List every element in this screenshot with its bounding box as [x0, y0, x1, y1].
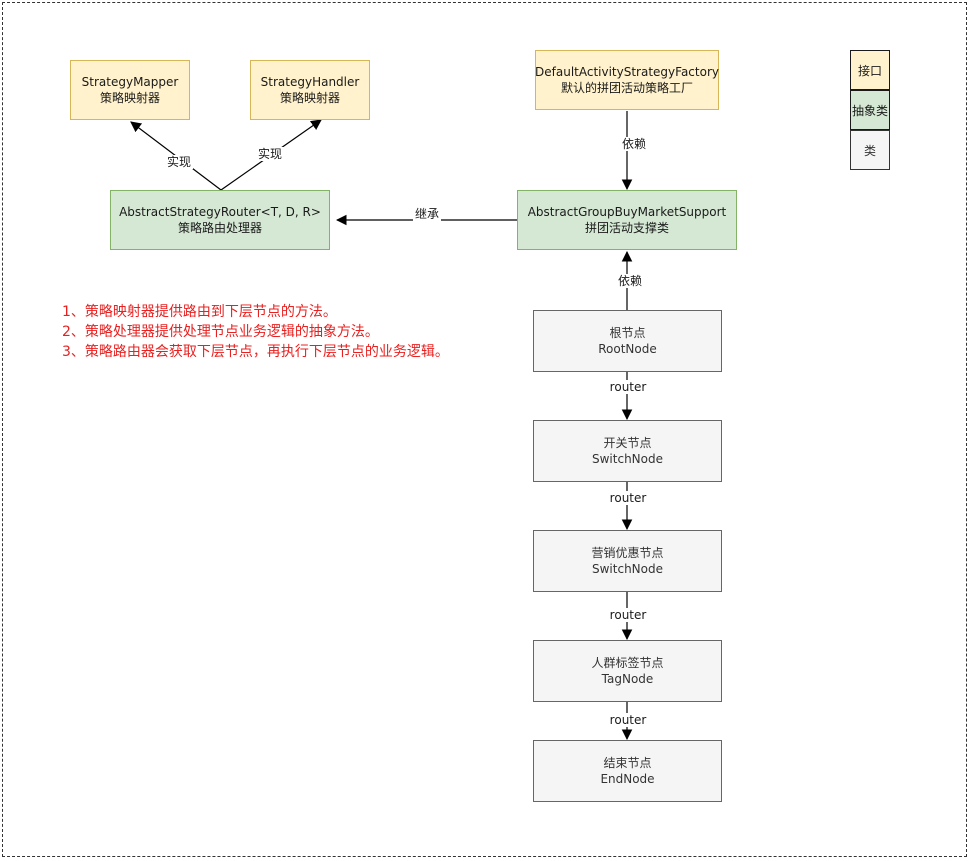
root-node[interactable]: 根节点 RootNode — [533, 310, 722, 372]
node-subtitle: SwitchNode — [592, 562, 663, 576]
tag-node[interactable]: 人群标签节点 TagNode — [533, 640, 722, 702]
edge-label-router-2: router — [607, 491, 649, 505]
edge-label-router-1: router — [607, 380, 649, 394]
edge-label-factory-depends: 依赖 — [619, 137, 649, 151]
node-title: DefaultActivityStrategyFactory — [535, 65, 719, 79]
edge-label-router-4: router — [607, 713, 649, 727]
node-subtitle: 拼团活动支撑类 — [584, 221, 669, 235]
edge-label-router-3: router — [607, 608, 649, 622]
node-subtitle: 策略路由处理器 — [177, 221, 262, 235]
factory-node[interactable]: DefaultActivityStrategyFactory 默认的拼团活动策略… — [535, 50, 719, 110]
node-subtitle: 策略映射器 — [99, 91, 160, 105]
node-title: StrategyHandler — [260, 75, 360, 89]
node-title: StrategyMapper — [81, 75, 179, 89]
legend-abstract-class: 抽象类 — [850, 90, 890, 130]
node-subtitle: 默认的拼团活动策略工厂 — [560, 81, 693, 95]
legend-interface: 接口 — [850, 50, 890, 90]
node-subtitle: TagNode — [601, 672, 654, 686]
node-subtitle: SwitchNode — [592, 452, 663, 466]
notes: 1、策略映射器提供路由到下层节点的方法。 2、策略处理器提供处理节点业务逻辑的抽… — [62, 302, 449, 362]
strategy-mapper-node[interactable]: StrategyMapper 策略映射器 — [70, 60, 190, 120]
market-support-node[interactable]: AbstractGroupBuyMarketSupport 拼团活动支撑类 — [517, 190, 737, 250]
note-line: 1、策略映射器提供路由到下层节点的方法。 — [62, 304, 337, 320]
node-title: 结束节点 — [603, 756, 652, 770]
node-title: 根节点 — [609, 326, 646, 340]
end-node[interactable]: 结束节点 EndNode — [533, 740, 722, 802]
node-title: AbstractStrategyRouter<T, D, R> — [119, 205, 321, 219]
edge-label-root-depends: 依赖 — [615, 274, 645, 288]
node-title: 营销优惠节点 — [591, 546, 664, 560]
node-title: 开关节点 — [603, 436, 652, 450]
node-subtitle: 策略映射器 — [279, 91, 340, 105]
edge-label-inherits: 继承 — [412, 207, 442, 221]
strategy-router-node[interactable]: AbstractStrategyRouter<T, D, R> 策略路由处理器 — [110, 190, 330, 250]
edge-label-implements-handler: 实现 — [255, 147, 285, 161]
legend-class: 类 — [850, 130, 890, 170]
node-subtitle: EndNode — [600, 772, 655, 786]
node-title: AbstractGroupBuyMarketSupport — [527, 205, 727, 219]
strategy-handler-node[interactable]: StrategyHandler 策略映射器 — [250, 60, 370, 120]
note-line: 2、策略处理器提供处理节点业务逻辑的抽象方法。 — [62, 324, 379, 340]
marketing-node[interactable]: 营销优惠节点 SwitchNode — [533, 530, 722, 592]
node-subtitle: RootNode — [598, 342, 657, 356]
switch-node[interactable]: 开关节点 SwitchNode — [533, 420, 722, 482]
edge-label-implements-mapper: 实现 — [164, 155, 194, 169]
note-line: 3、策略路由器会获取下层节点，再执行下层节点的业务逻辑。 — [62, 344, 449, 360]
node-title: 人群标签节点 — [591, 656, 664, 670]
